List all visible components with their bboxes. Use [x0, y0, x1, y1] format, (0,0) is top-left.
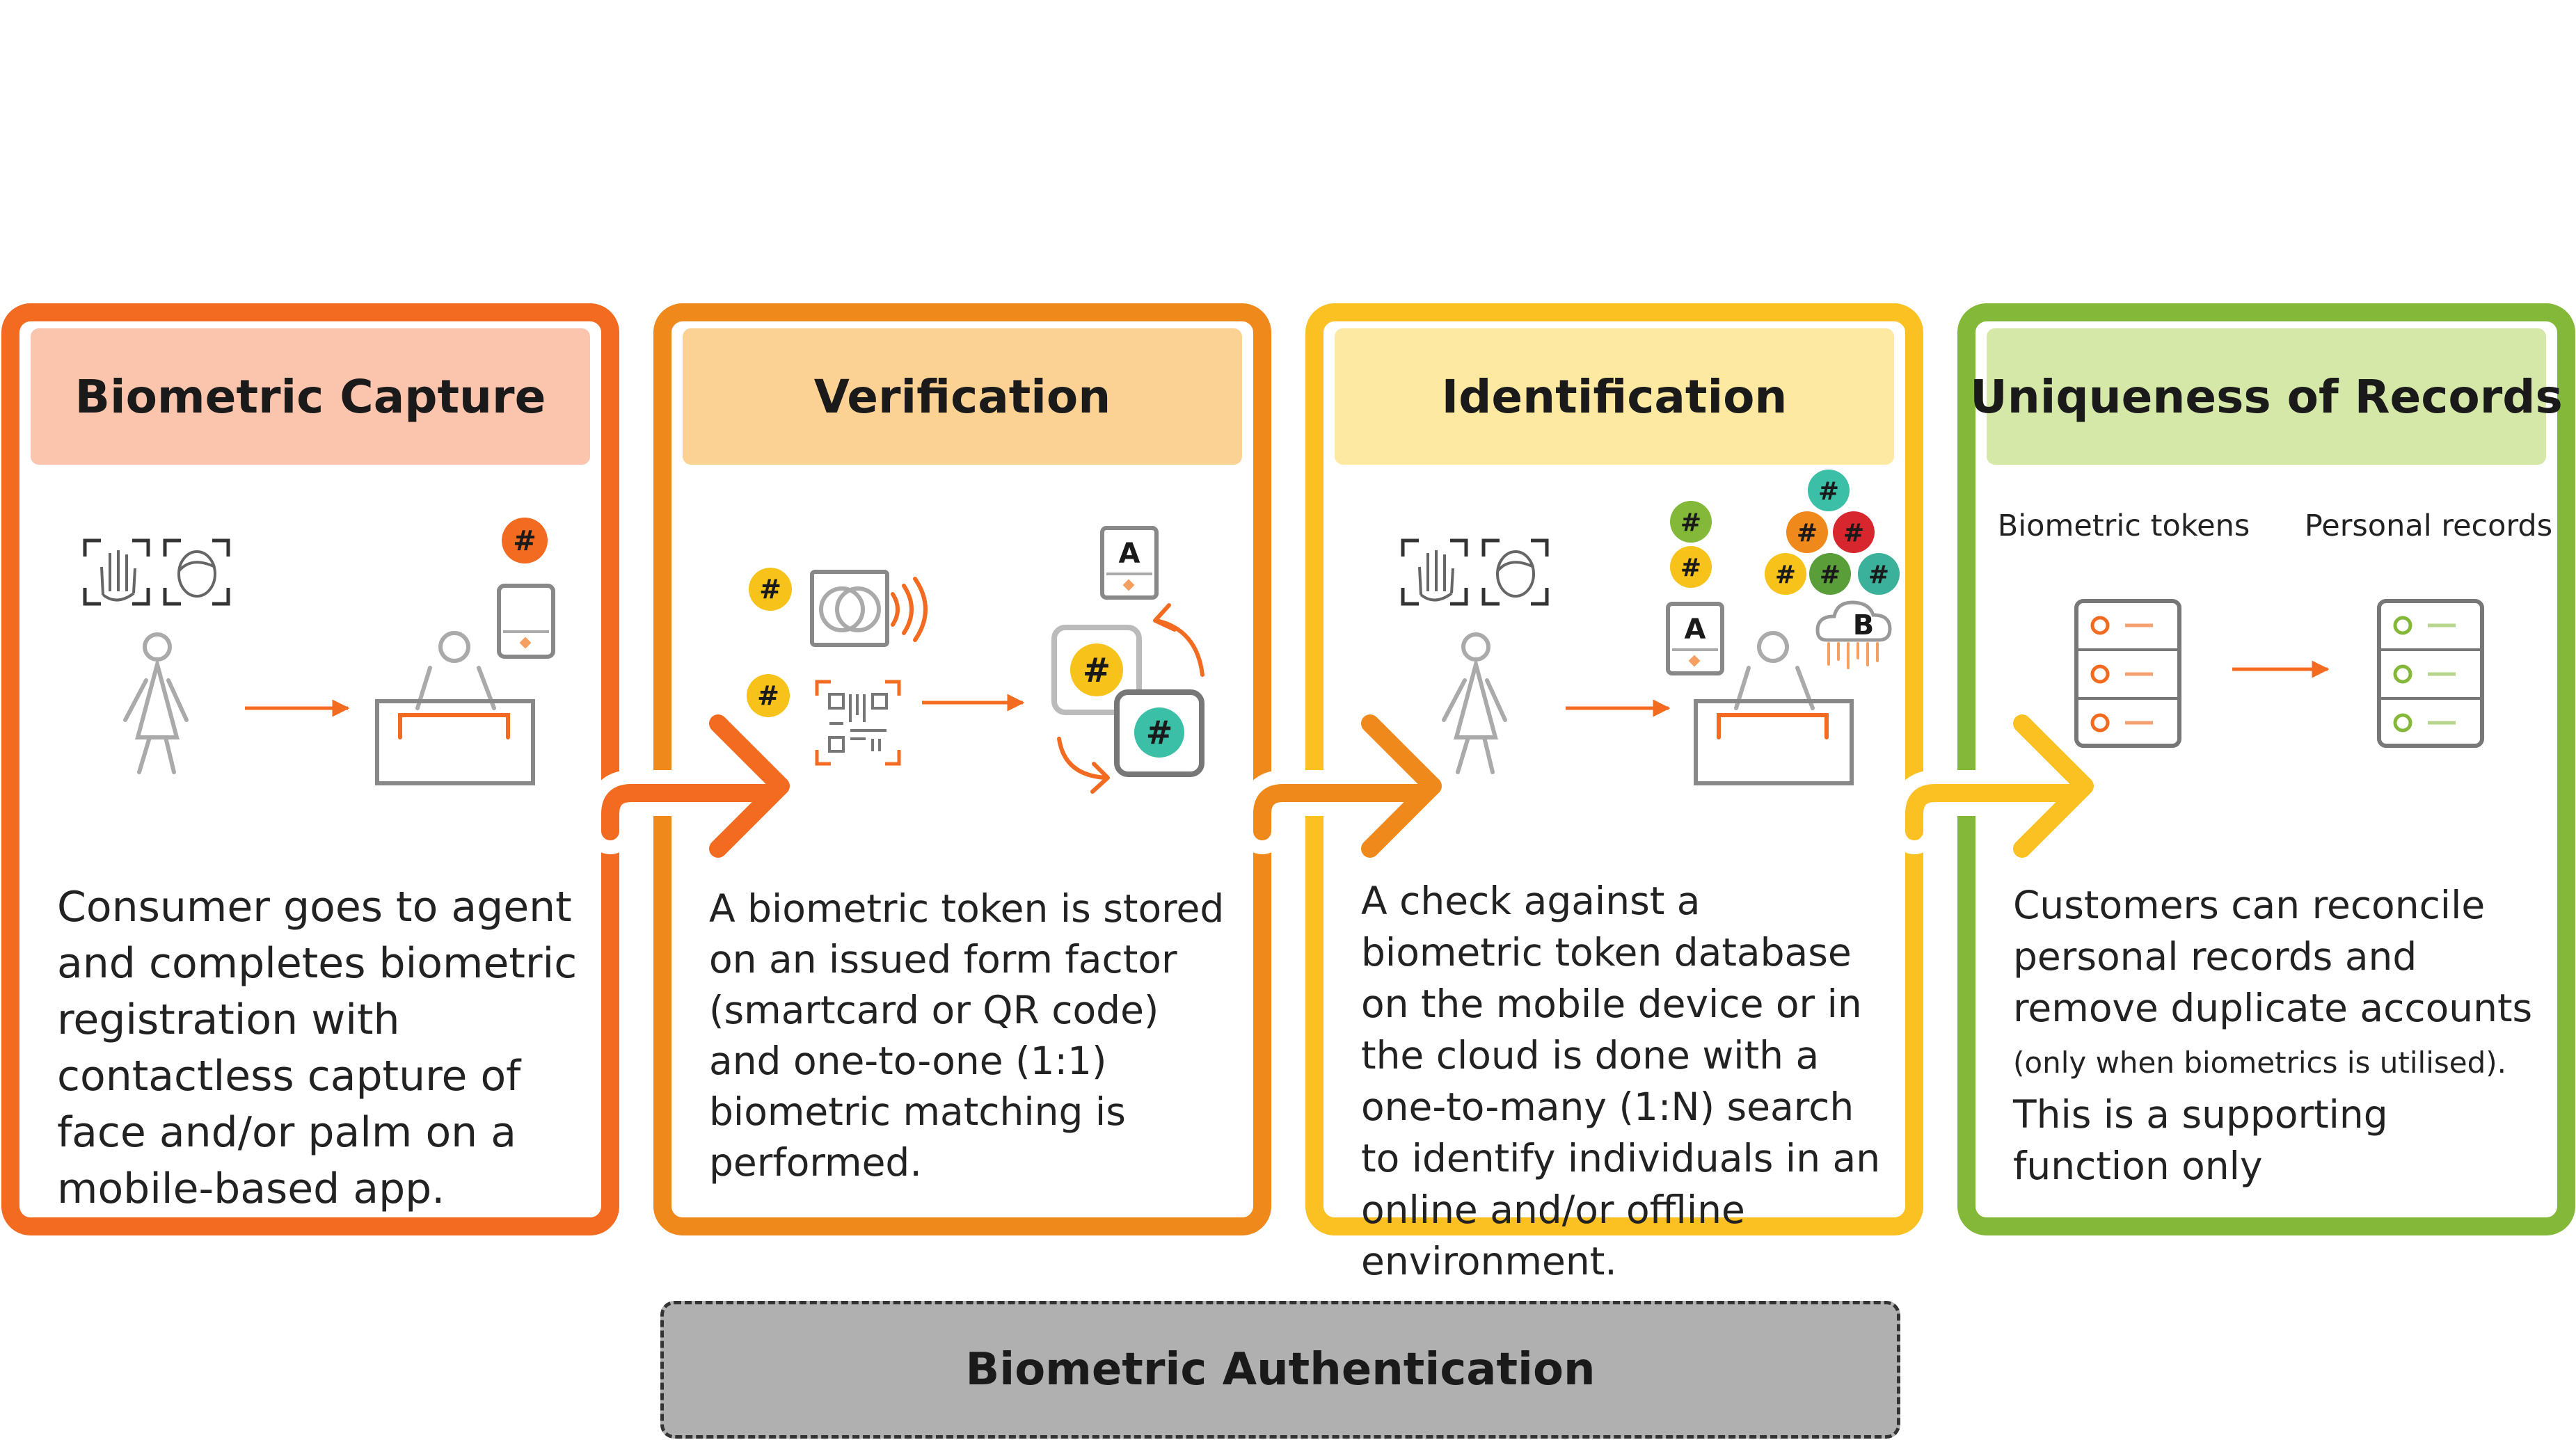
- stage-description: Consumer goes to agent and completes bio…: [57, 883, 578, 1213]
- stage-title: Biometric Capture: [31, 328, 590, 465]
- stage-description-end: This is a supporting function only: [2013, 1092, 2388, 1188]
- stage-card-uniqueness-of-records: Uniqueness of Records Customers can reco…: [1957, 303, 2575, 1235]
- stage-description-main: Customers can reconcile personal records…: [2013, 883, 2533, 1030]
- stage-card-biometric-capture: Biometric Capture Consumer goes to agent…: [1, 303, 619, 1235]
- stage-description: Customers can reconcile personal records…: [2013, 879, 2536, 1192]
- stage-title: Uniqueness of Records: [1970, 328, 2563, 465]
- biometric-authentication-box: Biometric Authentication: [660, 1301, 1900, 1439]
- stage-card-identification: Identification A check against a biometr…: [1305, 303, 1923, 1283]
- stage-description: A biometric token is stored on an issued…: [709, 886, 1225, 1185]
- stage-title: Verification: [683, 328, 1242, 465]
- stage-card-verification: Verification A biometric token is stored…: [653, 303, 1271, 1235]
- stage-title: Identification: [1335, 328, 1894, 465]
- biometric-authentication-label: Biometric Authentication: [965, 1344, 1596, 1395]
- stage-description: A check against a biometric token databa…: [1361, 879, 1881, 1283]
- stage-description-note: (only when biometrics is utilised).: [2013, 1046, 2506, 1080]
